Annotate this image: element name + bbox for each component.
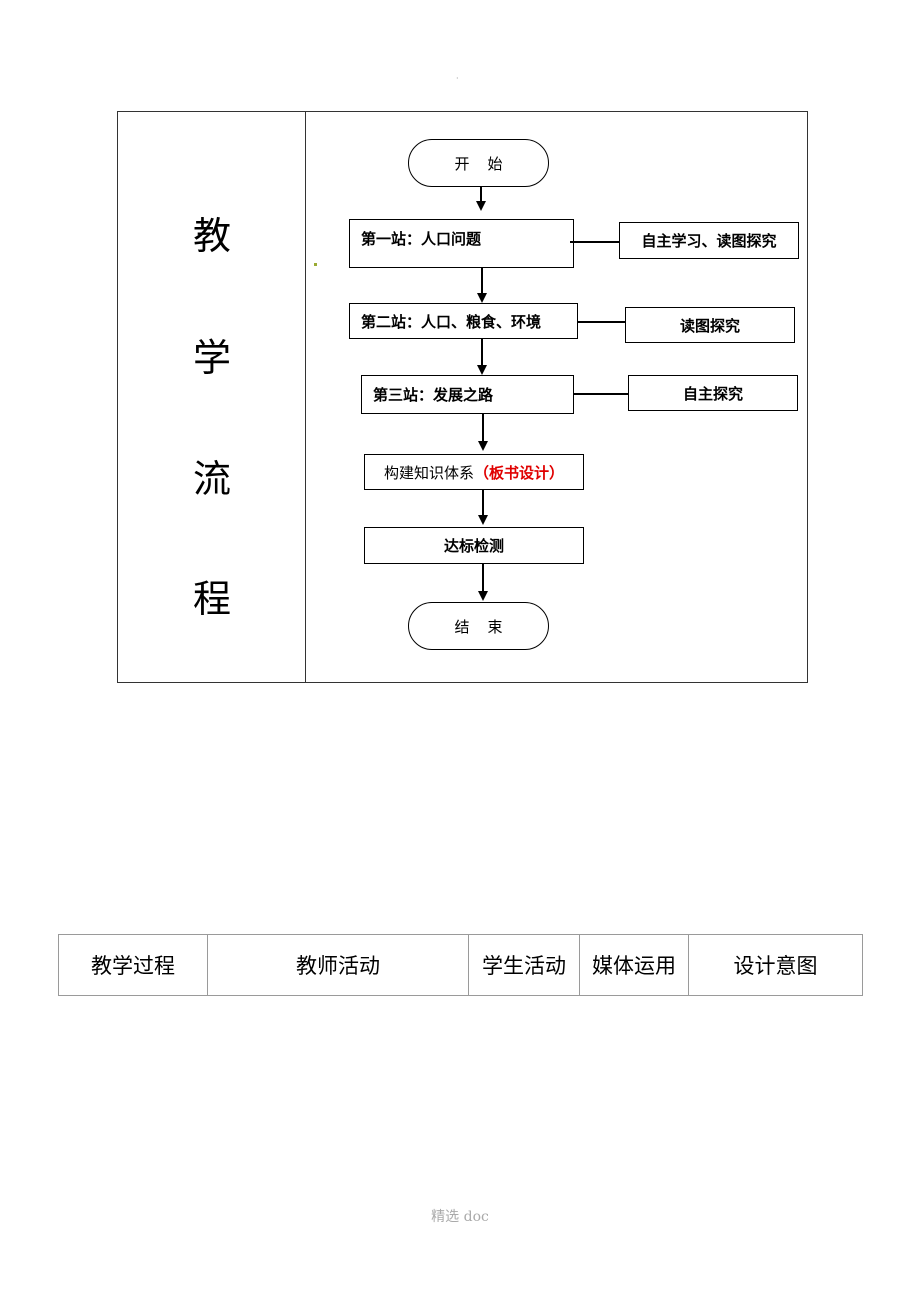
flow-station-2: 第二站：人口、粮食、环境 — [349, 303, 578, 339]
flow-station-1-method: 自主学习、读图探究 — [619, 222, 799, 259]
flow-arrow-head — [478, 441, 488, 451]
flow-build-highlight: （板书设计） — [474, 463, 565, 482]
table-header-cell: 学生活动 — [468, 934, 580, 996]
table-header-cell: 媒体运用 — [579, 934, 689, 996]
flow-start-node: 开始 — [408, 139, 549, 187]
flow-end-node: 结束 — [408, 602, 549, 650]
flow-connector — [574, 393, 629, 395]
flow-build-knowledge: 构建知识体系（板书设计） — [364, 454, 584, 490]
page-top-mark: · — [456, 74, 459, 83]
flow-title-char-3: 流 — [192, 457, 231, 501]
flow-station-1: 第一站：人口问题 — [349, 219, 574, 268]
flow-arrow-line — [482, 490, 484, 516]
flow-arrow-head — [478, 591, 488, 601]
flow-arrow-line — [480, 187, 482, 202]
flow-station-3-method: 自主探究 — [628, 375, 798, 411]
flow-arrow-head — [477, 293, 487, 303]
lesson-table-header: 教学过程 教师活动 学生活动 媒体运用 设计意图 — [58, 934, 863, 996]
flow-station-2-method: 读图探究 — [625, 307, 795, 343]
table-row: 教学过程 教师活动 学生活动 媒体运用 设计意图 — [58, 934, 863, 996]
flow-title-char-2: 学 — [192, 336, 231, 380]
flow-arrow-head — [476, 201, 486, 211]
flow-title-char-4: 程 — [192, 577, 231, 621]
flow-table-frame — [117, 111, 808, 683]
flow-arrow-head — [477, 365, 487, 375]
flow-build-text: 构建知识体系 — [383, 463, 474, 482]
flow-arrow-line — [481, 339, 483, 366]
flow-arrow-line — [482, 564, 484, 592]
flow-connector — [570, 241, 620, 243]
flow-arrow-line — [481, 268, 483, 294]
flow-connector — [578, 321, 626, 323]
flow-title-char-1: 教 — [192, 214, 231, 258]
table-header-cell: 教师活动 — [207, 934, 469, 996]
flow-station-3: 第三站：发展之路 — [361, 375, 574, 414]
flow-arrow-line — [482, 414, 484, 442]
flow-table-divider — [305, 111, 306, 683]
stray-mark — [314, 263, 317, 266]
table-header-cell: 教学过程 — [58, 934, 208, 996]
table-header-cell: 设计意图 — [688, 934, 863, 996]
flow-test: 达标检测 — [364, 527, 584, 564]
page-footer: 精选 doc — [431, 1209, 489, 1225]
flow-arrow-head — [478, 515, 488, 525]
